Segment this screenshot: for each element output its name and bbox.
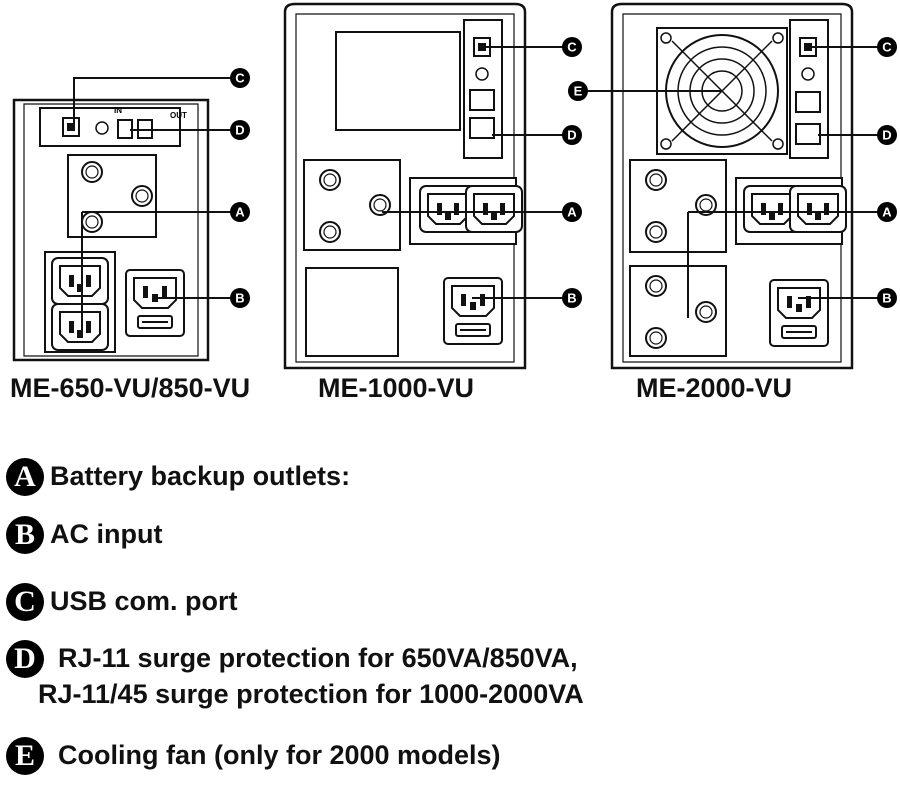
legend-badge-e: E bbox=[6, 737, 44, 775]
svg-text:A: A bbox=[882, 205, 892, 220]
callout-a-model3: A bbox=[877, 202, 897, 222]
legend-item-d: D RJ-11 surge protection for 650VA/850VA… bbox=[6, 640, 584, 712]
ac-inlet-icon bbox=[443, 277, 503, 345]
rj45-port-icon bbox=[795, 91, 821, 145]
callout-a-model2: A bbox=[562, 202, 582, 222]
svg-text:D: D bbox=[567, 128, 576, 143]
panel-out-label: OUT bbox=[170, 111, 187, 120]
panel-me-1000 bbox=[283, 2, 527, 370]
panel-me-2000 bbox=[610, 2, 854, 370]
legend-text-e: Cooling fan (only for 2000 models) bbox=[58, 740, 501, 770]
model-label-me-1000: ME-1000-VU bbox=[318, 373, 475, 403]
svg-text:E: E bbox=[574, 84, 583, 99]
legend-badge-c: C bbox=[6, 583, 44, 621]
legend-item-a: A Battery backup outlets: bbox=[6, 458, 350, 496]
legend-badge-b: B bbox=[6, 516, 44, 554]
outlet-icon bbox=[789, 185, 847, 233]
svg-text:A: A bbox=[235, 205, 245, 220]
legend-badge-a: A bbox=[6, 458, 44, 496]
svg-text:B: B bbox=[235, 291, 244, 306]
callout-b-model1: B bbox=[230, 288, 250, 308]
svg-text:C: C bbox=[567, 40, 577, 55]
outlet-icon bbox=[51, 257, 109, 305]
legend-item-e: E Cooling fan (only for 2000 models) bbox=[6, 737, 501, 775]
callout-b-model3: B bbox=[877, 288, 897, 308]
ac-inlet-icon bbox=[125, 269, 185, 337]
callout-a-model1: A bbox=[230, 202, 250, 222]
svg-text:D: D bbox=[882, 128, 891, 143]
legend-item-c: C USB com. port bbox=[6, 583, 238, 621]
svg-text:A: A bbox=[567, 205, 577, 220]
callout-d-model1: D bbox=[230, 120, 250, 140]
callout-e-model3: E bbox=[568, 81, 588, 101]
ground-screw-icon bbox=[95, 121, 109, 135]
legend-text-a: Battery backup outlets: bbox=[50, 461, 351, 491]
svg-text:B: B bbox=[567, 291, 576, 306]
panel-in-label: IN bbox=[114, 106, 122, 115]
svg-text:B: B bbox=[882, 291, 891, 306]
legend-item-b: B AC input bbox=[6, 516, 162, 554]
model-label-me-650-850: ME-650-VU/850-VU bbox=[10, 373, 251, 403]
callout-b-model2: B bbox=[562, 288, 582, 308]
ups-rear-panels-diagram: OUT IN bbox=[12, 2, 897, 370]
legend-text-b: AC input bbox=[50, 519, 163, 549]
rj45-port-icon bbox=[469, 89, 495, 139]
panel-me-650-850: OUT IN bbox=[12, 98, 210, 362]
legend-text-c: USB com. port bbox=[50, 586, 238, 616]
callout-c-model3: C bbox=[877, 37, 897, 57]
callout-c-model2: C bbox=[562, 37, 582, 57]
legend-text-d-line2: RJ-11/45 surge protection for 1000-2000V… bbox=[38, 679, 584, 709]
svg-text:C: C bbox=[235, 71, 245, 86]
legend-text-d-line1: RJ-11 surge protection for 650VA/850VA, bbox=[58, 643, 578, 673]
callout-d-model3: D bbox=[877, 125, 897, 145]
legend-badge-d: D bbox=[6, 640, 44, 678]
callout-d-model2: D bbox=[562, 125, 582, 145]
usb-port-icon bbox=[62, 117, 80, 137]
svg-text:D: D bbox=[235, 123, 244, 138]
rj11-port-icon bbox=[117, 119, 153, 139]
callout-c-model1: C bbox=[230, 68, 250, 88]
outlet-icon bbox=[51, 303, 109, 351]
model-label-me-2000: ME-2000-VU bbox=[636, 373, 793, 403]
ac-inlet-icon bbox=[769, 279, 829, 347]
legend-text-d: RJ-11 surge protection for 650VA/850VA, … bbox=[38, 640, 584, 712]
svg-text:C: C bbox=[882, 40, 892, 55]
outlet-icon bbox=[465, 185, 523, 233]
